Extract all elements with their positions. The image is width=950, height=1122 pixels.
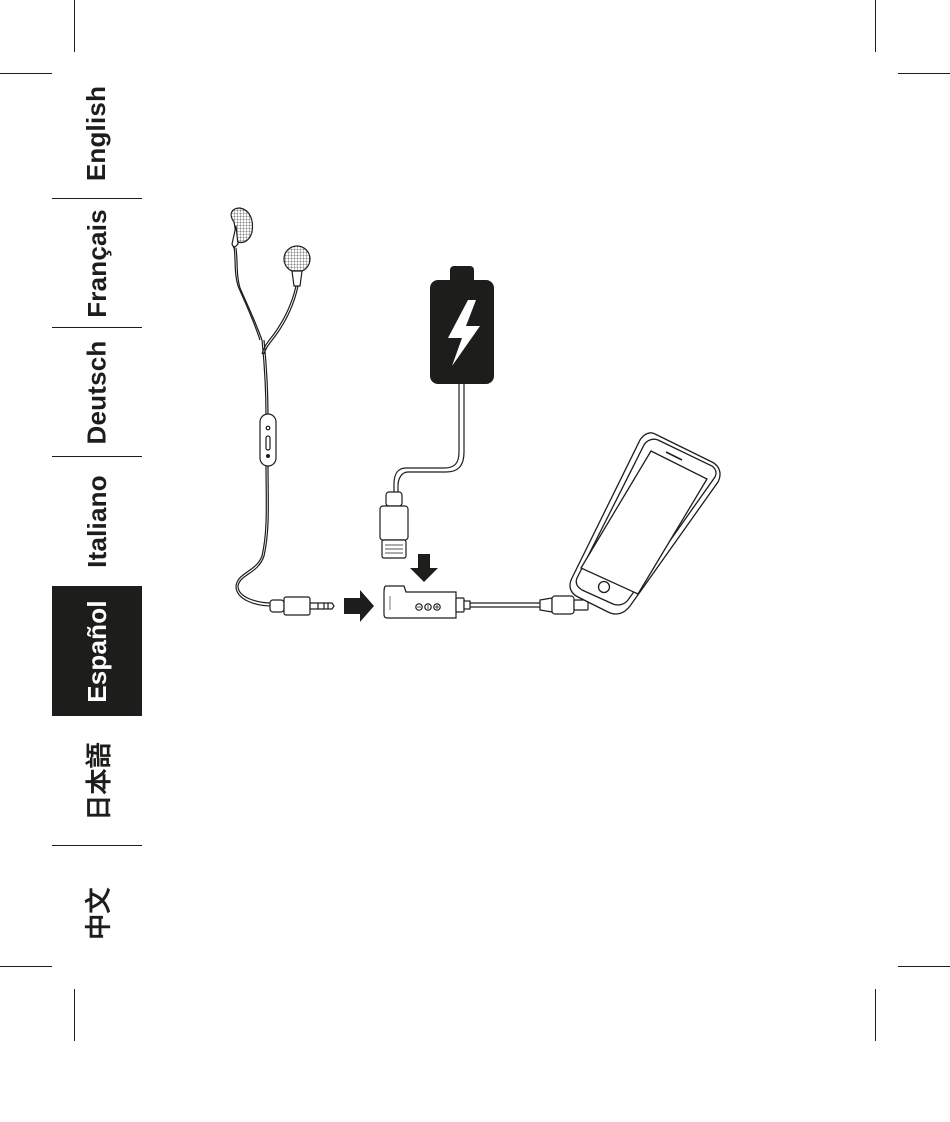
- arrow-right-icon: [344, 590, 374, 622]
- arrow-down-icon: [410, 554, 438, 582]
- battery-charging-icon: [430, 266, 494, 384]
- smartphone-illustration: [570, 433, 720, 614]
- charging-cable: [394, 384, 464, 494]
- adapter-dongle: [384, 586, 470, 618]
- earphones-illustration: [231, 208, 334, 615]
- lightning-connector: [380, 492, 408, 558]
- adapter-cable: [470, 603, 540, 607]
